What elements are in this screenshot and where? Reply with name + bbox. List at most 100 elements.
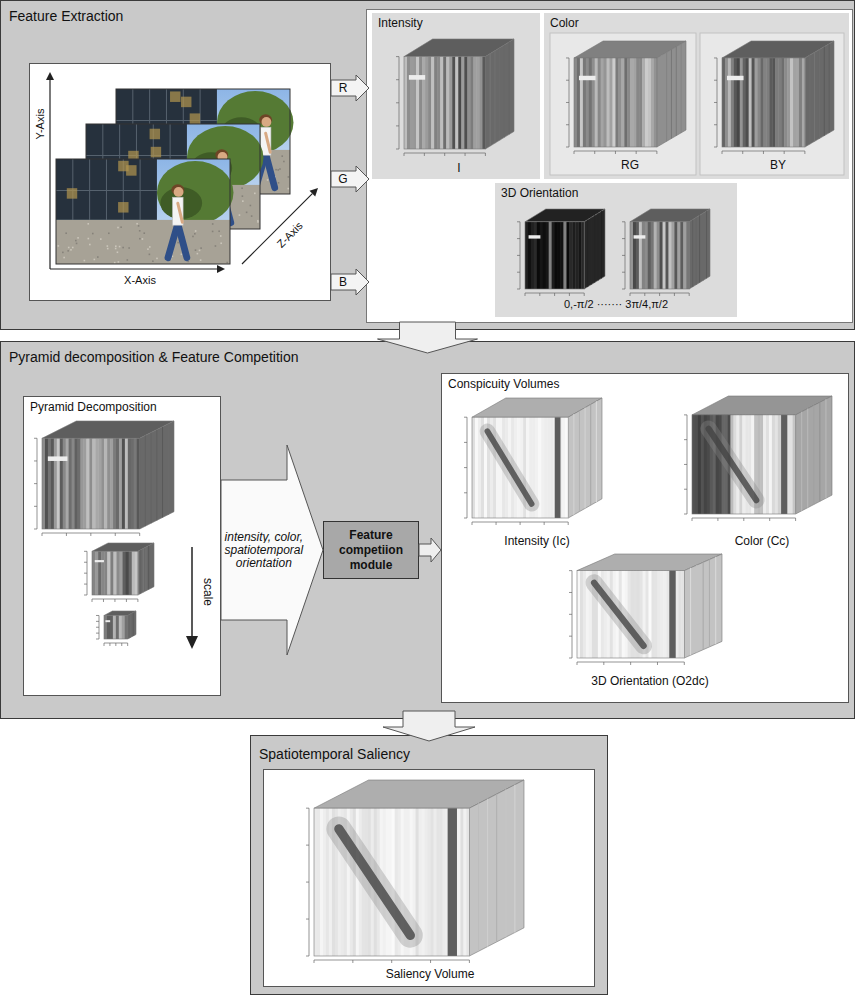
gravel-speck [75, 240, 77, 242]
cube-tick [784, 151, 785, 154]
cube-side-texture [134, 612, 135, 636]
cube-front-stripe [592, 58, 595, 147]
gravel-speck [76, 243, 78, 245]
cube-tick [517, 272, 520, 273]
cube-front-stripe [683, 222, 686, 289]
volume-cube [96, 611, 136, 646]
gravel-speck [149, 246, 151, 248]
cube-front-stripe [428, 808, 431, 956]
cube-side-face [684, 554, 722, 658]
gravel-speck [65, 232, 67, 234]
cube-side-texture [587, 220, 588, 287]
cube-side-texture [661, 55, 662, 144]
gravel-speck [277, 169, 279, 171]
feature-box: 3D Orientation0,-π/2 ······· 3π/4,π/2 [495, 183, 737, 317]
cube-tick [34, 529, 37, 530]
cube-side-texture [824, 47, 825, 136]
cube-tick [520, 522, 521, 525]
video-frame [56, 159, 233, 264]
cube-front-stripe [546, 222, 549, 289]
cube-side-texture [505, 789, 506, 937]
cube-front-stripe [624, 58, 627, 147]
gravel-speck [136, 223, 138, 225]
cube-front-outline [472, 417, 568, 518]
window-reflection [151, 147, 161, 158]
module-label: Feature competiion module [339, 528, 403, 572]
gravel-speck [142, 238, 144, 240]
cube-tick [674, 293, 675, 296]
cube-tick [306, 956, 309, 957]
video-illustration [30, 64, 332, 302]
cube-side-texture [145, 435, 146, 526]
person-arm [178, 203, 183, 222]
text-holder: Feature Extraction [9, 8, 123, 25]
cube-front-stripe [695, 415, 698, 514]
cube-tick [90, 533, 91, 536]
window-reflection [118, 202, 128, 213]
cube-tick [66, 533, 67, 536]
cube-tick [769, 518, 770, 521]
orientation-range: 0,-π/2 ······· 3π/4,π/2 [564, 298, 668, 310]
cube-side-texture [703, 562, 704, 649]
cube-side-texture [819, 402, 820, 501]
cube-front-stripe [434, 808, 437, 956]
cube-tick [464, 417, 467, 418]
cube-front-stripe [437, 808, 440, 956]
cube-front-stripe [604, 58, 607, 147]
cube-side-texture [601, 211, 602, 278]
cube-front-stripe [630, 58, 633, 147]
cube-front-stripe [122, 615, 125, 639]
cube-tick [96, 627, 99, 628]
cube-highlight [95, 560, 104, 562]
cube-front-outline [404, 57, 485, 149]
cube-tick [84, 562, 87, 563]
cube-side-texture [573, 414, 574, 515]
text-holder: intensity, color, spatiotemporal orienta… [222, 531, 306, 570]
cube-front-stripe [675, 571, 678, 658]
cube-tick [34, 460, 37, 461]
gravel-speck [239, 214, 241, 216]
gravel-speck [120, 226, 122, 228]
cube-tick [659, 293, 660, 296]
cube-front-stripe [107, 551, 110, 595]
cube-tick [622, 255, 625, 256]
cube-front-stripe [107, 438, 110, 529]
cube-side-texture [504, 45, 505, 137]
gravel-speck [197, 253, 199, 255]
cube-side-texture [162, 427, 163, 518]
cube-front-stripe [83, 438, 86, 529]
cube-front-stripe [434, 57, 437, 149]
cube-front-stripe [569, 222, 572, 289]
cube-tick [96, 633, 99, 634]
text-holder: Pyramid decomposition & Feature Competit… [9, 349, 298, 366]
trajectory-band [709, 429, 757, 500]
cube-tick [139, 533, 140, 536]
cube-side-texture [590, 404, 591, 505]
cube-tick [566, 124, 569, 125]
cube-side-texture [156, 430, 157, 521]
cube-front-outline [630, 222, 689, 289]
cube-tick [689, 293, 690, 296]
cube-front-stripe [129, 551, 132, 595]
cube-front-stripe [731, 58, 734, 147]
cube-front-stripe [407, 57, 410, 149]
cube-tick [569, 293, 570, 296]
cube-tick [485, 153, 486, 156]
cube-front-stripe [746, 58, 749, 147]
gravel-speck [241, 187, 243, 189]
cube-tick [464, 442, 467, 443]
cube-tick [714, 102, 717, 103]
text-holder: X-Axis [105, 274, 175, 287]
volume-cube [566, 41, 686, 154]
cube-side-texture [709, 560, 710, 647]
cube-front-stripe [657, 222, 660, 289]
cube-side-texture [671, 49, 672, 138]
cube-side-texture [801, 412, 802, 511]
cube-front-outline [314, 808, 469, 956]
cube-front-stripe [595, 58, 598, 147]
cube-tick [615, 151, 616, 154]
text-holder: Spatiotemporal Saliency [259, 746, 410, 763]
window-reflection [118, 161, 128, 172]
cube-front-stripe [763, 58, 766, 147]
